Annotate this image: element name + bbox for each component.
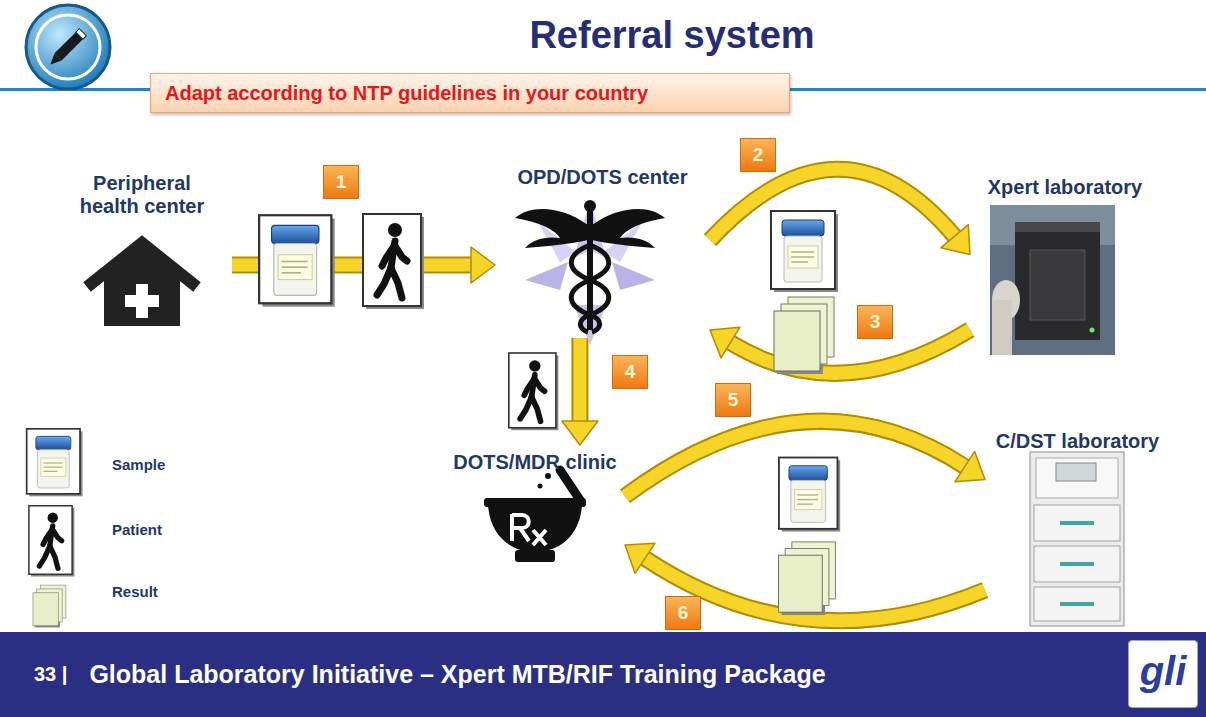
flow-arrow: [710, 327, 970, 373]
callout-number: 5: [715, 383, 751, 417]
footer-band: 33 | Global Laboratory Initiative – Xpert…: [0, 632, 1206, 717]
callout-number: 4: [612, 355, 648, 389]
legend-label: Sample: [112, 456, 165, 473]
logo-mark: gli: [1128, 640, 1198, 708]
flow-arrow: [710, 169, 970, 254]
callout-number: 6: [665, 596, 701, 630]
arrow-body: [573, 338, 586, 421]
page-number: 33 |: [34, 663, 67, 686]
arrow-body: [730, 330, 970, 374]
arrow-outline: [571, 338, 588, 421]
arrow-head: [562, 421, 598, 445]
legend-label: Patient: [112, 521, 162, 538]
clinic-node: DOTS/MDR clinic: [445, 445, 625, 567]
facility-node: OPD/DOTS center: [495, 160, 710, 338]
arrow-head: [625, 543, 655, 573]
arrow-head: [471, 247, 495, 283]
node-label: OPD/DOTS center: [517, 166, 687, 189]
arrow-head: [941, 225, 970, 255]
banner-text: Adapt according to NTP guidelines in you…: [165, 82, 648, 105]
node-label: C/DST laboratory: [996, 430, 1159, 453]
slide-title: Referral system: [432, 14, 912, 57]
node-label: DOTS/MDR clinic: [453, 451, 616, 474]
laboratory-node: C/DST laboratory: [985, 424, 1170, 630]
callout-number: 2: [740, 138, 776, 172]
arrow-head: [955, 451, 985, 481]
arrow-outline: [730, 330, 970, 374]
footer-text: Global Laboratory Initiative – Xpert MTB…: [89, 660, 825, 689]
node-label: Xpert laboratory: [988, 176, 1142, 199]
laboratory-node: Xpert laboratory: [970, 170, 1160, 358]
node-label: Peripheral health center: [72, 172, 212, 218]
facility-node: Peripheral health center: [52, 166, 232, 331]
arrow-head: [710, 327, 740, 358]
flow-arrow: [562, 338, 598, 445]
callout-number: 1: [323, 165, 359, 199]
guideline-banner: Adapt according to NTP guidelines in you…: [150, 73, 790, 113]
callout-number: 3: [857, 305, 893, 339]
legend-label: Result: [112, 583, 158, 600]
